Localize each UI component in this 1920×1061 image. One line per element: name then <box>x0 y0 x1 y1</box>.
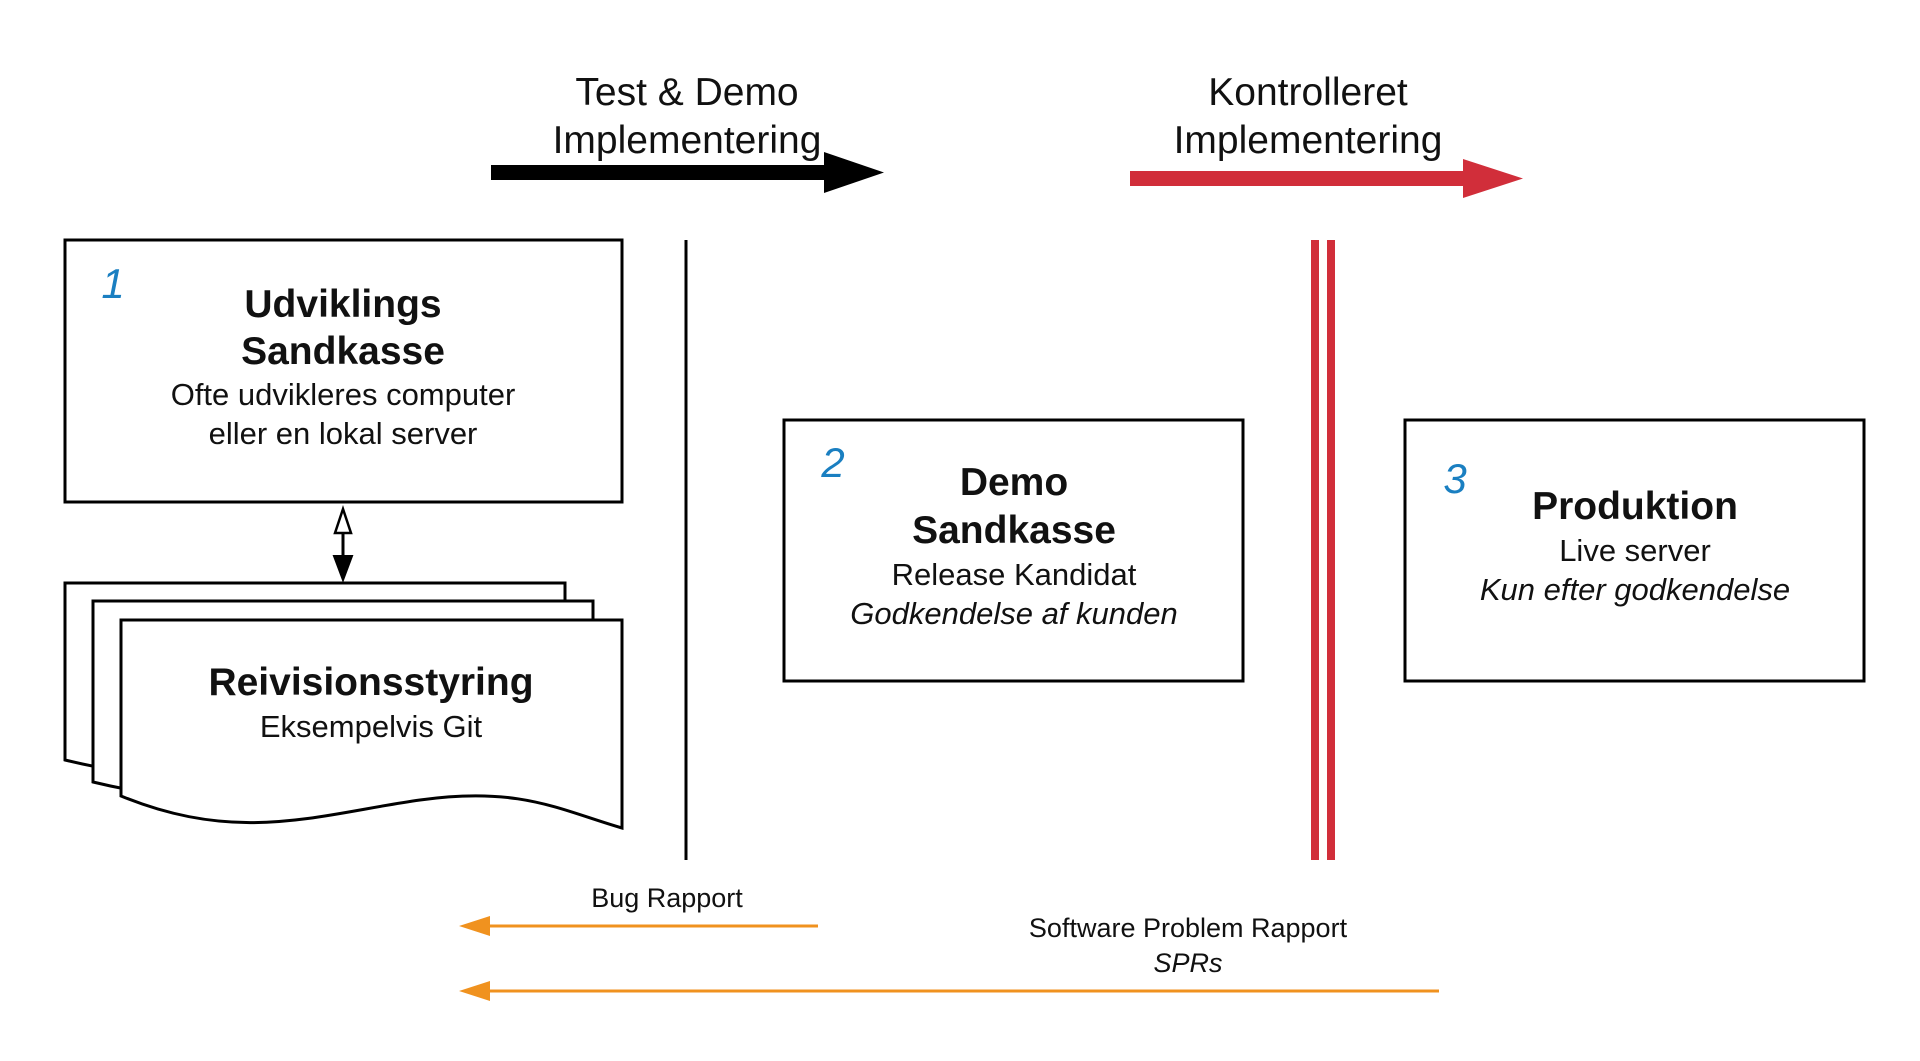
bug-report-arrow <box>459 916 818 936</box>
vcs-doc-front <box>119 618 624 830</box>
spr-feedback: Software Problem Rapport SPRs <box>459 913 1439 1001</box>
controlled-arrow <box>1130 159 1523 198</box>
dev-sandbox-sub-line1: Ofte udvikleres computer <box>171 377 516 412</box>
test-demo-label-line1: Test & Demo <box>575 71 798 114</box>
production-box: 3 Produktion Live server Kun efter godke… <box>1403 418 1866 683</box>
demo-sandbox-sub-line2: Godkendelse af kunden <box>850 596 1177 631</box>
production-number: 3 <box>1443 455 1466 502</box>
test-demo-label-line2: Implementering <box>553 119 822 162</box>
controlled-phase: Kontrolleret Implementering <box>1130 71 1523 198</box>
controlled-divider <box>1311 240 1335 860</box>
bug-report-feedback: Bug Rapport <box>459 883 818 936</box>
test-demo-phase: Test & Demo Implementering <box>491 71 884 193</box>
production-sub-line1: Live server <box>1559 533 1711 568</box>
dev-sandbox-title-line2: Sandkasse <box>241 330 445 373</box>
vcs-title: Reivisionsstyring <box>208 661 533 704</box>
spr-arrow <box>459 981 1439 1001</box>
dev-sandbox-sub-line2: eller en lokal server <box>209 416 478 451</box>
dev-sandbox-box: 1 Udviklings Sandkasse Ofte udvikleres c… <box>63 238 624 504</box>
controlled-label-line1: Kontrolleret <box>1208 71 1408 114</box>
version-control-documents: Reivisionsstyring Eksempelvis Git <box>63 581 624 830</box>
test-demo-arrow <box>491 152 884 193</box>
demo-sandbox-sub-line1: Release Kandidat <box>892 557 1137 592</box>
spr-label-line1: Software Problem Rapport <box>1029 913 1348 943</box>
spr-label-line2: SPRs <box>1153 948 1222 978</box>
dev-sandbox-number: 1 <box>101 260 124 307</box>
demo-sandbox-box: 2 Demo Sandkasse Release Kandidat Godken… <box>782 418 1245 683</box>
controlled-label-line2: Implementering <box>1174 119 1443 162</box>
production-title: Produktion <box>1532 485 1738 528</box>
demo-sandbox-title-line2: Sandkasse <box>912 509 1116 552</box>
demo-sandbox-number: 2 <box>820 439 844 486</box>
vcs-sub: Eksempelvis Git <box>260 709 483 744</box>
dev-sandbox-title-line1: Udviklings <box>244 283 441 326</box>
dev-vcs-bidirectional-arrow <box>332 505 354 583</box>
demo-sandbox-title-line1: Demo <box>960 461 1068 504</box>
bug-report-label: Bug Rapport <box>591 883 743 913</box>
production-sub-line2: Kun efter godkendelse <box>1480 572 1790 607</box>
